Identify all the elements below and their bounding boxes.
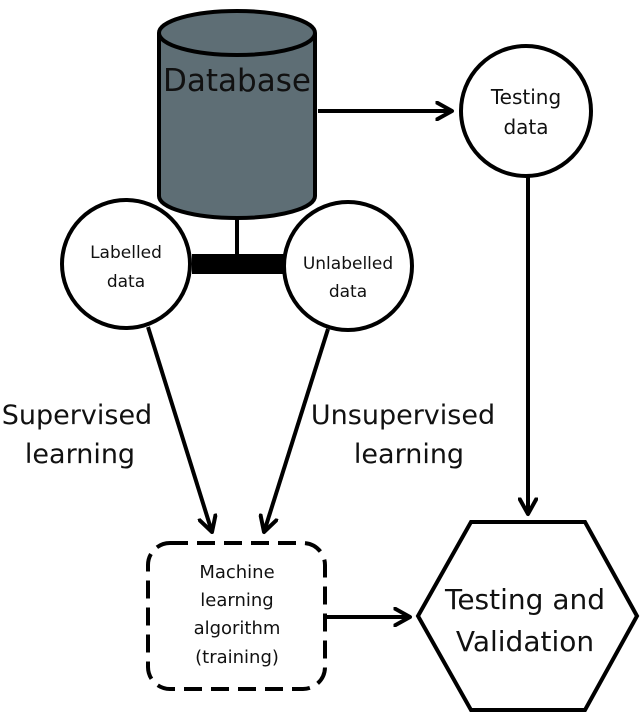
- labelled-data-circle: [60, 198, 192, 330]
- supervised-label-line1: Supervised: [2, 400, 152, 431]
- labelled-data-label-line2: data: [107, 272, 145, 292]
- testing-data-label-line2: data: [503, 115, 548, 139]
- testing-validation-hexagon: [415, 520, 640, 712]
- ml-algorithm-label-line3: algorithm: [194, 618, 281, 639]
- testing-validation-node: Testing and Validation: [415, 520, 640, 712]
- testing-validation-label-line1: Testing and: [444, 583, 605, 616]
- ml-algorithm-label-line1: Machine: [199, 562, 274, 583]
- ml-algorithm-box: [146, 541, 327, 691]
- ml-algorithm-label-line4: (training): [195, 647, 279, 668]
- unlabelled-data-circle: [282, 200, 414, 332]
- unlabelled-data-node: Unlabelled data: [282, 200, 414, 332]
- supervised-label-line2: learning: [25, 439, 135, 470]
- arrow-unlabelled-to-algorithm: [264, 328, 330, 532]
- unsupervised-learning-label: Unsupervised learning: [311, 400, 495, 470]
- unsupervised-label-line2: learning: [354, 439, 464, 470]
- supervised-learning-label: Supervised learning: [2, 400, 152, 470]
- unlabelled-data-label-line1: Unlabelled: [303, 254, 393, 274]
- testing-data-label-line1: Testing: [490, 85, 561, 109]
- database-cylinder-top: [157, 9, 317, 57]
- split-connector-bar: [192, 254, 290, 274]
- unlabelled-data-label-line2: data: [329, 282, 367, 302]
- labelled-data-node: Labelled data: [60, 198, 192, 330]
- testing-data-node: Testing data: [459, 44, 593, 178]
- ml-algorithm-label-line2: learning: [200, 590, 273, 611]
- database-node: Database: [157, 9, 317, 220]
- ml-algorithm-node: Machine learning algorithm (training): [146, 541, 327, 691]
- unsupervised-label-line1: Unsupervised: [311, 400, 495, 431]
- arrow-labelled-to-algorithm: [146, 326, 212, 532]
- database-label: Database: [163, 63, 311, 99]
- testing-data-circle: [459, 44, 593, 178]
- database-cylinder-body: [157, 33, 317, 220]
- labelled-data-label-line1: Labelled: [90, 243, 162, 263]
- testing-validation-label-line2: Validation: [456, 625, 594, 658]
